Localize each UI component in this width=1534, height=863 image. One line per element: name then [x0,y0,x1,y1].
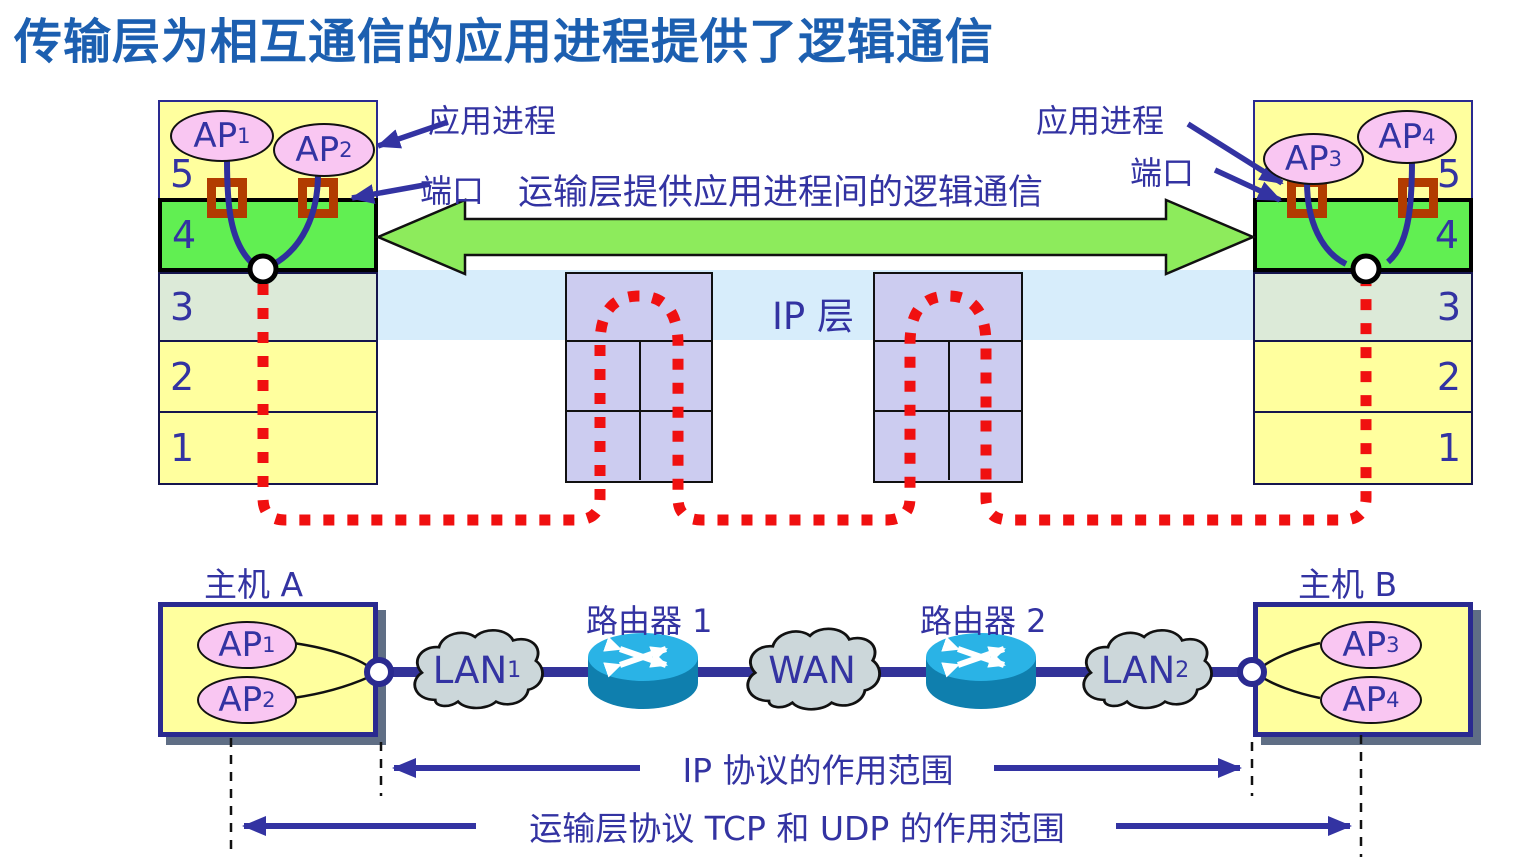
router2-label: 路由器 2 [920,602,1047,640]
port-square [1398,178,1438,218]
page-title: 传输层为相互通信的应用进程提供了逻辑通信 [14,14,995,70]
transport-note-label: 运输层提供应用进程间的逻辑通信 [518,173,1044,213]
layer-number: 4 [172,213,197,257]
layer-number: 2 [1436,354,1461,399]
router-bottom-row [875,412,1021,480]
router-mid-row [567,342,711,412]
router2-icon [926,633,1036,709]
layer-number: 1 [1436,426,1461,470]
router1-label: 路由器 1 [586,602,713,640]
layer-number: 5 [1436,152,1461,196]
router-bottom-row [567,412,711,480]
lan-label: LAN [1100,648,1176,692]
layer-number: 3 [170,285,195,329]
layer-number: 3 [1436,285,1461,329]
router-cell [639,412,711,480]
port-label-left: 端口 [420,172,485,210]
layer2-cell: 2 [1253,340,1473,413]
layer3-cell: 3 [1253,272,1473,342]
app-process-label-right: 应用进程 [1036,102,1165,140]
router-cell [639,342,711,410]
ap-label: AP [1342,625,1387,665]
layer2-cell: 2 [158,340,378,413]
router-ip-row [567,274,711,342]
ap-label: AP [218,680,263,720]
ip-scope-label: IP 协议的作用范围 [682,751,954,790]
ap-label: AP [193,116,238,156]
router-cell [948,412,1021,480]
layer-number: 4 [1434,213,1459,257]
router1-icon [588,633,698,709]
layer1-cell: 1 [158,411,378,485]
host-b-label: 主机 B [1298,565,1398,604]
host-a-label: 主机 A [204,565,304,604]
ap-label: AP [218,625,263,665]
port-square [207,178,247,218]
layer4-cell: 4 [1253,198,1473,272]
ap-label: AP [1378,117,1423,157]
ap-label: AP [1284,139,1329,179]
lan-label: LAN [432,648,508,692]
layer-number: 2 [170,354,195,399]
port-square [298,178,338,218]
app-process-label-left: 应用进程 [428,102,557,140]
transport-scope-label: 运输层协议 TCP 和 UDP 的作用范围 [529,809,1065,848]
port-label-right: 端口 [1130,154,1195,192]
wan-text: WAN [768,648,856,692]
ip-layer-label: IP 层 [772,295,854,338]
wan-label: WAN [756,648,868,692]
layer-number: 5 [170,152,195,196]
router2-protocol-box [873,272,1023,483]
ap-label: AP [1342,680,1387,720]
router1-protocol-box [565,272,713,483]
router-cell [948,342,1021,410]
router-mid-row [875,342,1021,412]
layer-number: 1 [170,426,195,470]
layer4-cell: 4 [158,198,378,272]
router-ip-row [875,274,1021,342]
layer3-cell: 3 [158,272,378,342]
layer1-cell: 1 [1253,411,1473,485]
ap-label: AP [295,130,340,170]
